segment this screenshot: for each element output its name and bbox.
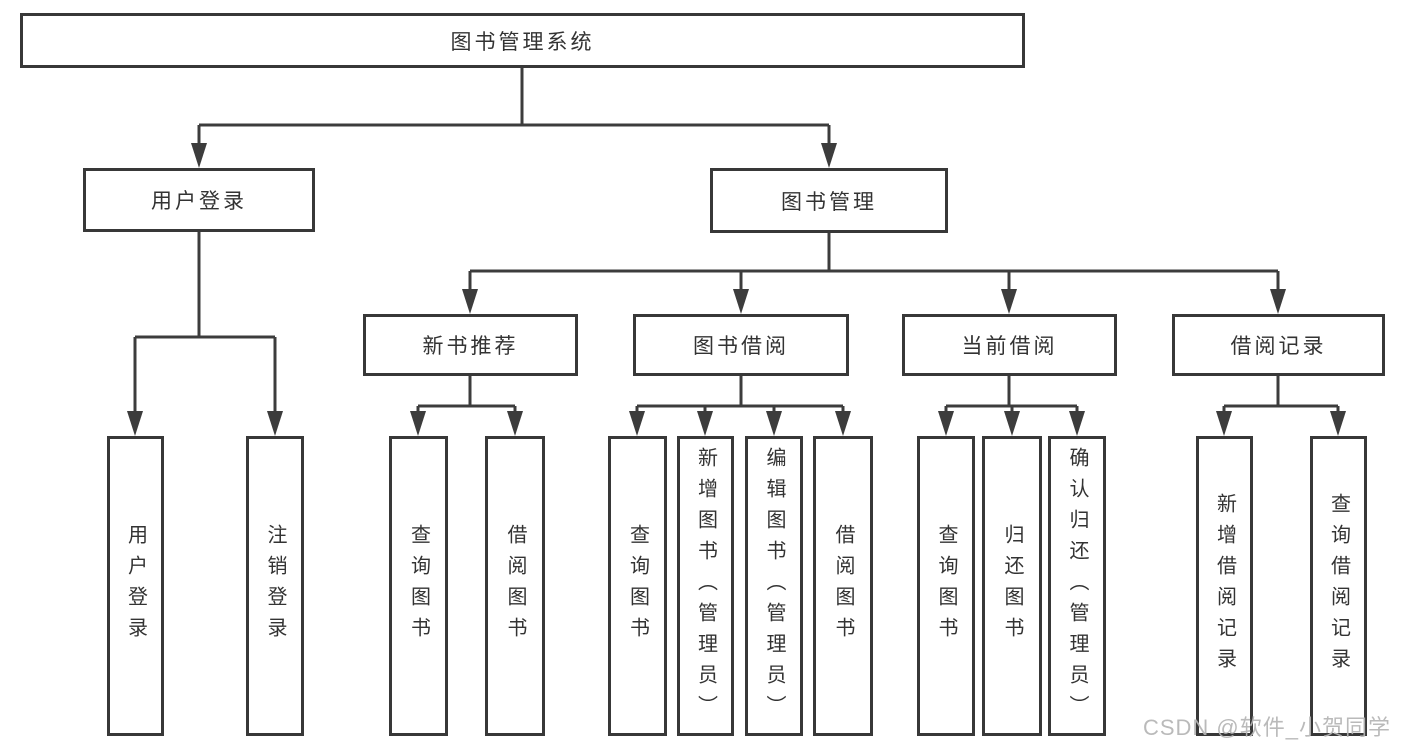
leaf-edit-books-admin: 编辑图书（管理员） (745, 436, 803, 736)
watermark: CSDN @软件_小贺同学 (1142, 715, 1391, 740)
arrow-icon (1216, 411, 1232, 436)
leaf-label: 新增借阅记录 (1213, 493, 1236, 679)
leaf-label: 新增图书（管理员） (694, 446, 717, 726)
edge-newbook-to-leaves (416, 376, 517, 414)
arrow-icon (507, 411, 523, 436)
leaf-label: 归还图书 (1001, 524, 1023, 648)
arrowheads (127, 143, 1346, 436)
arrow-icon (938, 411, 954, 436)
node-book-management: 图书管理 (710, 168, 948, 233)
arrow-icon (1069, 411, 1085, 436)
leaf-add-books-admin: 新增图书（管理员） (677, 436, 734, 736)
arrow-icon (191, 143, 207, 168)
arrow-icon (1001, 289, 1017, 314)
arrow-icon (821, 143, 837, 168)
edge-userlogin-to-leaves (133, 232, 277, 414)
edge-bookmgmt-to-level3 (468, 233, 1280, 292)
leaf-borrow-books: 借阅图书 (813, 436, 873, 736)
leaf-logout: 注销登录 (246, 436, 304, 736)
leaf-user-login: 用户登录 (107, 436, 164, 736)
node-book-borrow: 图书借阅 (633, 314, 849, 376)
leaf-label: 确认归还（管理员） (1066, 446, 1088, 726)
leaf-label: 借阅图书 (504, 524, 526, 648)
arrow-icon (733, 289, 749, 314)
leaf-label: 注销登录 (264, 524, 286, 648)
edge-root-to-level2 (197, 68, 831, 150)
arrow-icon (410, 411, 426, 436)
leaf-label: 查询图书 (407, 524, 430, 648)
edge-borrowrecord-to-leaves (1222, 376, 1340, 414)
leaf-label: 编辑图书（管理员） (763, 446, 785, 726)
arrow-icon (835, 411, 851, 436)
arrow-icon (766, 411, 782, 436)
arrow-icon (462, 289, 478, 314)
arrow-icon (267, 411, 283, 436)
arrow-icon (1270, 289, 1286, 314)
leaf-query-books-recommend: 查询图书 (389, 436, 448, 736)
arrow-icon (1004, 411, 1020, 436)
node-user-login: 用户登录 (83, 168, 315, 232)
leaf-label: 查询图书 (935, 524, 957, 648)
leaf-borrow-books-recommend: 借阅图书 (485, 436, 545, 736)
leaf-label: 借阅图书 (832, 524, 854, 648)
edge-bookborrow-to-leaves (635, 376, 845, 414)
node-new-book-recommend: 新书推荐 (363, 314, 578, 376)
leaf-add-borrow-record: 新增借阅记录 (1196, 436, 1253, 736)
arrow-icon (127, 411, 143, 436)
leaf-query-books-current: 查询图书 (917, 436, 975, 736)
root-node: 图书管理系统 (20, 13, 1025, 68)
edge-currentborrow-to-leaves (944, 376, 1079, 414)
leaf-confirm-return-admin: 确认归还（管理员） (1048, 436, 1106, 736)
leaf-query-books-borrow: 查询图书 (608, 436, 667, 736)
arrow-icon (697, 411, 713, 436)
leaf-query-borrow-record: 查询借阅记录 (1310, 436, 1367, 736)
leaf-label: 查询图书 (626, 524, 649, 648)
leaf-label: 用户登录 (124, 524, 147, 648)
node-current-borrow: 当前借阅 (902, 314, 1117, 376)
node-borrow-records: 借阅记录 (1172, 314, 1385, 376)
leaf-label: 查询借阅记录 (1327, 493, 1350, 679)
arrow-icon (629, 411, 645, 436)
leaf-return-books: 归还图书 (982, 436, 1042, 736)
arrow-icon (1330, 411, 1346, 436)
